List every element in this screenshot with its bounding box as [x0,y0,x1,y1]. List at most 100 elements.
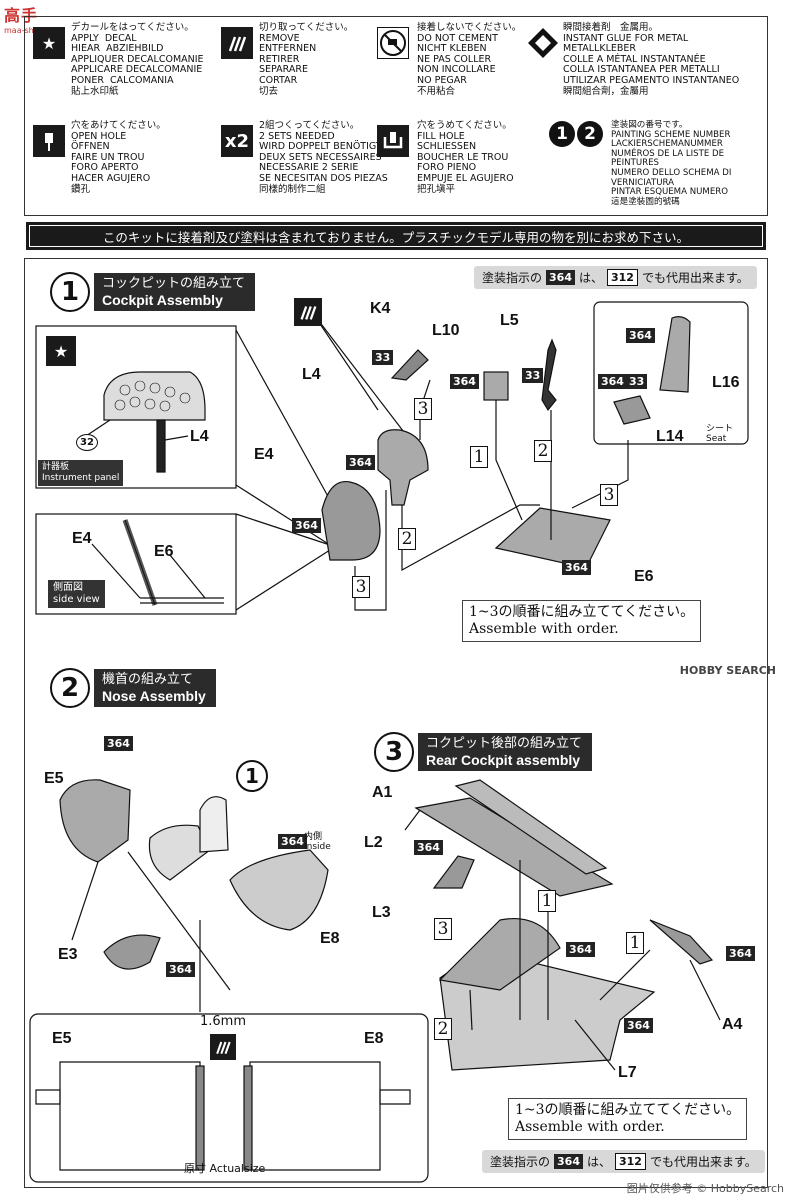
part-a4: A4 [722,1016,743,1033]
part-l7: L7 [618,1064,637,1081]
legend-apply-decal: デカールをはってください。 APPLY DECAL HIEAR ABZIEHBI… [71,22,204,97]
step1-title-en: Cockpit Assembly [102,292,223,308]
paint-note-a: 364 [546,270,575,285]
step3-paint-note: 塗装指示の 364 は、 312 でも代用出来ます。 [482,1150,765,1173]
step1-label: コックピットの組み立て Cockpit Assembly [94,273,256,311]
actual-size-label: 原寸 Actualsize [184,1162,266,1175]
color-33-chip: 33 [372,350,394,365]
legend-scheme: 塗装図の番号です。 PAINTING SCHEME NUMBER LACKIER… [611,120,732,207]
step2-ref-step1: 1 [236,760,268,792]
step1-number: 1 [50,272,90,312]
decal-star-icon: ★ [33,27,65,59]
cut-remove-icon [210,1034,236,1060]
bottom-watermark: 图片仅供参考 © HobbySearch [626,1182,784,1195]
scheme-2-icon: 2 [577,121,603,147]
order-2-box: 2 [398,528,416,550]
part-e5: E5 [44,770,64,787]
cut-remove-icon [294,298,322,326]
step1-paint-note: 塗装指示の 364 は、 312 でも代用出来ます。 [474,266,757,289]
side-caption-en: side view [53,594,100,605]
step1-title-jp: コックピットの組み立て [102,276,246,291]
symbol-legend: ★ デカールをはってください。 APPLY DECAL HIEAR ABZIEH… [24,16,768,216]
inside-caption-en: Inside [304,842,331,852]
color-364-chip: 364 [450,374,479,389]
step2-title: 2 機首の組み立て Nose Assembly [50,666,216,710]
part-k4: K4 [370,300,391,317]
part-l4: L4 [302,366,321,383]
two-sets-icon: x2 [221,125,253,157]
color-364-chip: 364 [346,455,375,470]
part-l10: L10 [432,322,460,339]
part-l16: L16 [712,374,740,391]
color-364-chip: 364 [624,1018,653,1033]
part-e6: E6 [634,568,654,585]
step1-order-jp: 1~3の順番に組み立ててください。 [469,604,695,620]
legend-two-sets: 2組つくってください。 2 SETS NEEDED WIRD DOPPELT B… [259,120,388,195]
decal-star-icon: ★ [46,336,76,366]
color-364-chip: 364 [562,560,591,575]
side-view-caption: 側面図 side view [48,580,105,608]
inside-caption-jp: 内側 [304,832,323,842]
part-e8: E8 [320,930,340,947]
part-l5: L5 [500,312,519,329]
order-1-box: 1 [538,890,556,912]
step2-number: 2 [50,668,90,708]
step3-title: 3 コクピット後部の組み立て Rear Cockpit assembly [374,730,593,774]
paint-note-post: でも代用出来ます。 [649,1155,757,1169]
color-364-chip: 364 [278,834,307,849]
order-3-box: 3 [600,484,618,506]
hobby-search-watermark: HOBBY SEARCH [679,664,776,677]
side-view-inset [35,513,237,615]
open-hole-icon [33,125,65,157]
color-364-chip: 364 [414,840,443,855]
instrument-caption-jp: 計器板 [42,462,70,472]
measure-label: 1.6mm [200,1014,247,1029]
color-32-chip: 32 [76,434,98,451]
fill-hole-icon [377,125,409,157]
part-e4-side: E4 [72,530,92,547]
instant-glue-icon [527,27,559,59]
step3-label: コクピット後部の組み立て Rear Cockpit assembly [418,733,593,771]
order-3-box: 3 [352,576,370,598]
scheme-1-icon: 1 [549,121,575,147]
cut-remove-icon [221,27,253,59]
legend-open-hole: 穴をあけてください。 OPEN HOLE ÖFFNEN FAIRE UN TRO… [71,120,166,195]
color-33-chip: 33 [626,374,648,389]
color-33-chip: 33 [522,368,544,383]
part-l4-inset: L4 [190,428,209,445]
step1-title: 1 コックピットの組み立て Cockpit Assembly [50,270,256,314]
color-364-chip: 364 [726,946,755,961]
paint-note-pre: 塗装指示の [482,271,543,285]
part-e8-actual: E8 [364,1030,384,1047]
inside-caption: 内側 Inside [304,832,331,852]
order-2-box: 2 [434,1018,452,1040]
instrument-panel-inset [35,325,237,489]
paint-note-pre: 塗装指示の [490,1155,551,1169]
no-cement-icon [377,27,409,59]
step2-title-jp: 機首の組み立て [102,672,194,687]
seat-caption-jp: シート [706,424,734,434]
paint-note-post: でも代用出来ます。 [641,271,749,285]
step1-order-en: Assemble with order. [469,621,619,637]
step1-order-note: 1~3の順番に組み立ててください。 Assemble with order. [462,600,702,642]
part-l2: L2 [364,834,383,851]
part-a1: A1 [372,784,393,801]
paint-note-a: 364 [554,1154,583,1169]
legend-remove: 切り取ってください。 REMOVE ENTFERNEN RETIRER SEPA… [259,22,354,97]
seat-caption-en: Seat [706,434,727,444]
part-e6-side: E6 [154,543,174,560]
part-e5-actual: E5 [52,1030,72,1047]
step3-order-en: Assemble with order. [515,1119,665,1135]
step3-number: 3 [374,732,414,772]
order-3-box: 3 [414,398,432,420]
step3-title-en: Rear Cockpit assembly [426,752,581,768]
color-364-chip: 364 [626,328,655,343]
color-364-chip: 364 [292,518,321,533]
seat-caption: シート Seat [706,424,733,444]
legend-instant-glue: 瞬間接着剤 金属用。 INSTANT GLUE FOR METAL METALL… [563,22,740,97]
paint-note-b: 312 [607,269,638,286]
part-l3: L3 [372,904,391,921]
no-glue-warning: このキットに接着剤及び塗料は含まれておりません。プラスチックモデル専用の物を別に… [26,222,766,250]
part-l14: L14 [656,428,684,445]
color-364-chip: 364 [166,962,195,977]
